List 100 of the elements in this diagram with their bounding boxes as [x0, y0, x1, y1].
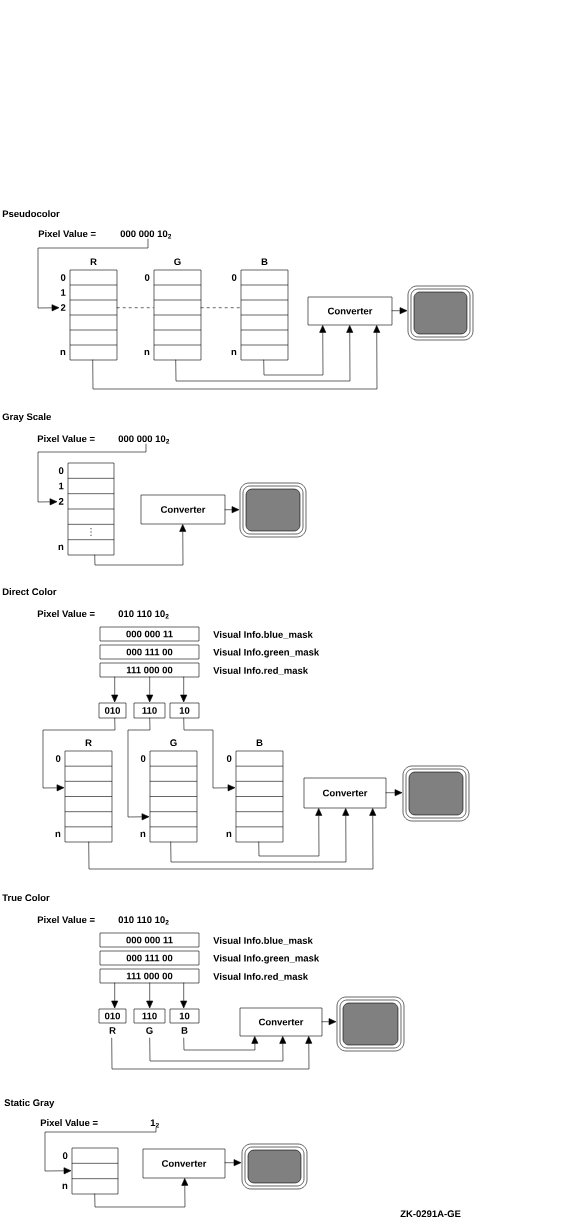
arrow	[180, 676, 188, 703]
row-index: n	[140, 831, 146, 837]
arrow	[37, 443, 147, 506]
row-index: 0	[226, 755, 232, 762]
field-box: 010	[98, 702, 127, 719]
pixel-value: 000 000 10$_{2}$	[120, 230, 172, 239]
section-title: True Color	[2, 894, 50, 902]
ellipsis: ⋮	[90, 528, 92, 536]
pixel-value: 1$_{2}$	[150, 1119, 159, 1128]
monitor-drawing	[241, 1143, 308, 1190]
arrow	[321, 1018, 337, 1026]
mask-box: 111 000 00	[99, 662, 200, 678]
section-title: Static Gray	[4, 1099, 55, 1108]
arrow	[94, 1178, 189, 1208]
column-header: R	[85, 739, 92, 746]
field-box: 110	[133, 702, 166, 719]
section-title: Pseudocolor	[2, 210, 60, 218]
column-header: R	[90, 258, 97, 265]
mask-box: 111 000 00	[99, 968, 200, 984]
arrow	[263, 325, 327, 376]
row-index: n	[60, 349, 66, 356]
row-index: 1	[59, 482, 64, 490]
arrow	[180, 982, 188, 1009]
row-index: n	[62, 1183, 68, 1189]
arrow	[92, 325, 381, 390]
column-header: B	[256, 739, 263, 746]
pixel-value: 010 110 10$_{2}$	[118, 610, 169, 619]
row-index: 2	[58, 498, 64, 505]
row-index: 0	[55, 755, 61, 762]
row-index: 0	[144, 274, 150, 281]
arrow	[94, 524, 187, 566]
row-index: n	[55, 831, 61, 837]
arrow	[149, 1036, 287, 1062]
field-box: 010	[98, 1008, 127, 1024]
arrow	[146, 676, 154, 703]
pixel-value-label: Pixel Value =	[38, 230, 96, 238]
arrow	[42, 717, 116, 792]
mask-label: Visual Info.blue_mask	[213, 937, 313, 946]
column-header: B	[261, 258, 268, 265]
mask-label: Visual Info.green_mask	[213, 954, 320, 964]
arrow	[111, 982, 119, 1009]
pixel-value: 010 110 10$_{2}$	[118, 916, 169, 925]
monitor-drawing	[402, 765, 470, 822]
field-box: 110	[133, 1008, 166, 1024]
mask-box: 000 111 00	[99, 950, 200, 966]
section-title: Gray Scale	[2, 413, 51, 422]
mask-box: 000 000 11	[99, 626, 200, 642]
row-index: 0	[231, 274, 237, 281]
row-index: n	[58, 544, 64, 550]
arrow	[224, 1159, 242, 1167]
channel-label: R	[109, 1027, 116, 1034]
arrow	[37, 238, 149, 312]
pixel-value-label: Pixel Value =	[37, 610, 95, 618]
arrow	[258, 808, 323, 857]
converter-box: Converter	[303, 777, 387, 809]
arrow	[391, 307, 408, 315]
row-index: 0	[62, 1152, 68, 1160]
row-index: 0	[58, 467, 64, 475]
mask-label: Visual Info.red_mask	[213, 667, 309, 676]
field-box: 10	[169, 1008, 200, 1024]
pixel-value: 000 000 10$_{2}$	[118, 435, 170, 444]
pixel-value-label: Pixel Value =	[37, 435, 95, 443]
column-header: G	[170, 739, 177, 747]
row-index: n	[144, 349, 150, 356]
row-index: 1	[61, 289, 66, 296]
column-header: G	[174, 258, 181, 266]
row-index: 2	[60, 304, 66, 311]
channel-label: B	[181, 1027, 188, 1034]
converter-box: Converter	[239, 1007, 323, 1037]
figure-id: ZK-0291A-GE	[400, 1210, 461, 1218]
converter-box: Converter	[140, 494, 226, 525]
arrow	[183, 717, 236, 792]
mask-box: 000 111 00	[99, 644, 200, 660]
dashed-line	[200, 307, 241, 308]
arrow	[385, 789, 403, 797]
dashed-line	[116, 307, 154, 308]
channel-label: G	[146, 1027, 153, 1034]
mask-label: Visual Info.green_mask	[213, 648, 320, 658]
row-index: 0	[140, 755, 146, 762]
converter-box: Converter	[307, 296, 393, 326]
monitor-drawing	[336, 996, 405, 1052]
arrow	[111, 676, 119, 703]
monitor-drawing	[239, 482, 307, 538]
arrow	[44, 1127, 157, 1175]
mask-label: Visual Info.red_mask	[213, 973, 309, 982]
arrow	[127, 717, 151, 821]
row-index: 0	[60, 274, 66, 281]
row-index: n	[226, 831, 232, 837]
arrow	[170, 808, 350, 863]
field-box: 10	[169, 702, 200, 719]
mask-label: Visual Info.blue_mask	[213, 631, 313, 640]
pixel-value-label: Pixel Value =	[40, 1119, 98, 1127]
arrow	[111, 1036, 313, 1070]
arrow	[183, 1036, 259, 1051]
arrow	[175, 325, 354, 382]
row-index: n	[231, 349, 237, 356]
converter-box: Converter	[142, 1148, 226, 1179]
section-title: Direct Color	[2, 588, 57, 596]
pixel-value-label: Pixel Value =	[37, 916, 95, 924]
mask-box: 000 000 11	[99, 932, 200, 948]
